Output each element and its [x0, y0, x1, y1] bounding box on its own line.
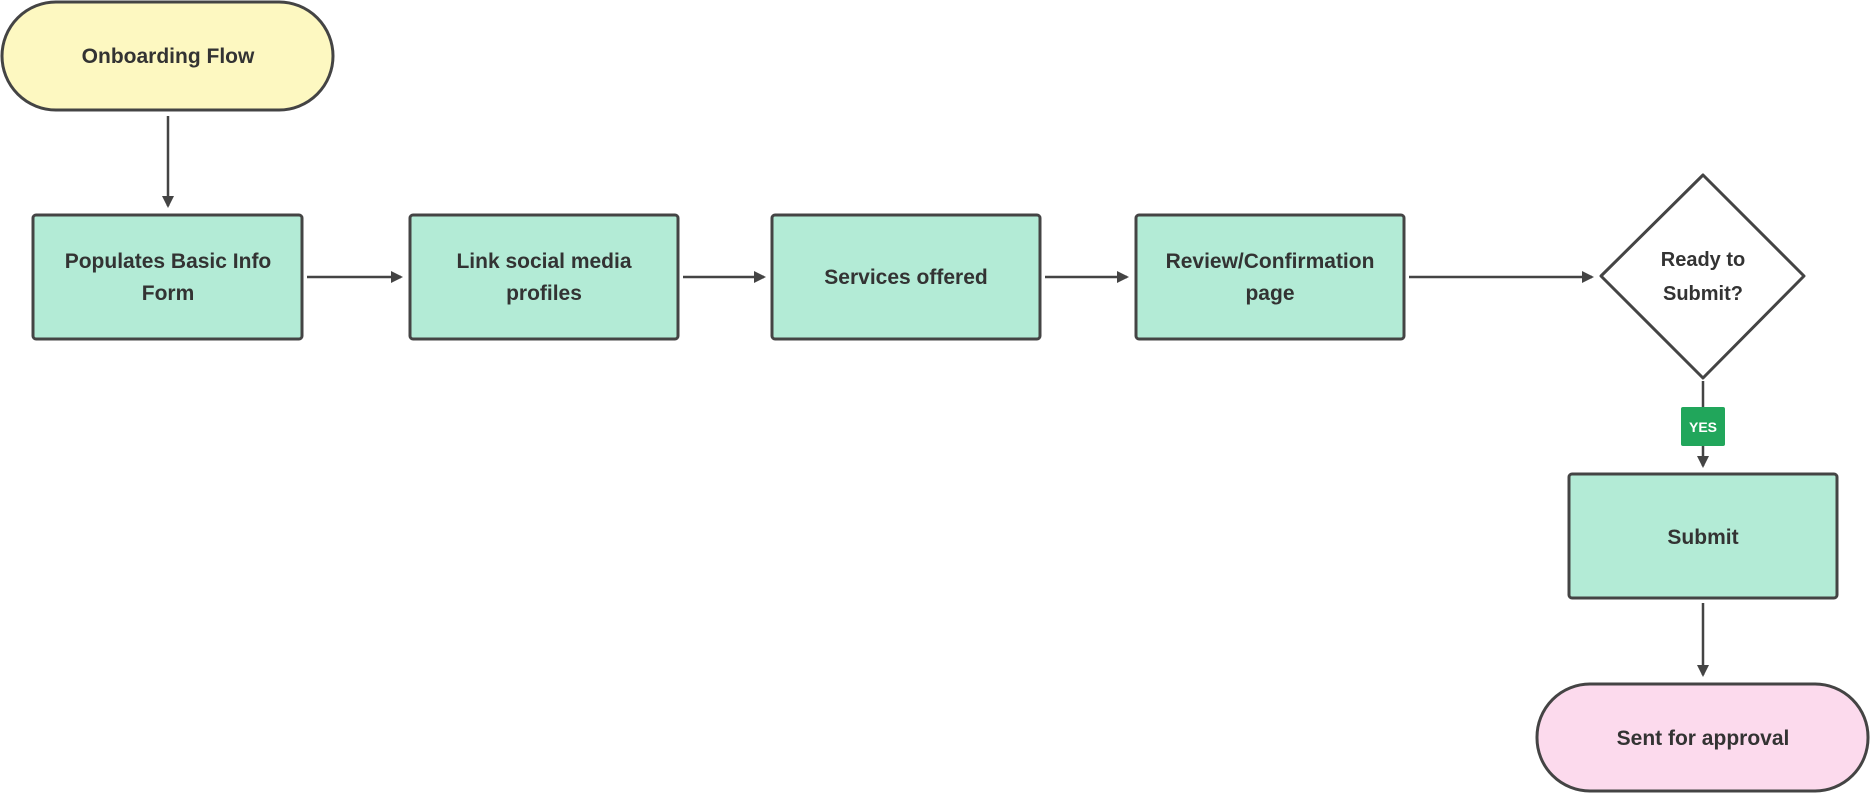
node-end[interactable]: Sent for approval: [1535, 682, 1870, 793]
node-review[interactable]: Review/Confirmation page: [1134, 213, 1406, 341]
node-start[interactable]: Onboarding Flow: [0, 0, 335, 112]
node-social-media[interactable]: Link social media profiles: [408, 213, 680, 341]
start-label: Onboarding Flow: [82, 45, 255, 68]
start-terminal-shape: [0, 0, 335, 112]
decision-label-line1: Ready to: [1661, 249, 1745, 271]
services-label: Services offered: [824, 266, 987, 289]
end-label: Sent for approval: [1617, 727, 1790, 750]
node-submit[interactable]: Submit: [1567, 472, 1839, 600]
basic-info-label-line1: Populates Basic Info: [65, 250, 272, 273]
review-label-line2: page: [1245, 282, 1294, 305]
node-decision[interactable]: Ready to Submit?: [1599, 173, 1806, 380]
basic-info-process-shape: [31, 213, 304, 341]
connectors: [162, 116, 1709, 677]
node-services[interactable]: Services offered: [770, 213, 1042, 341]
social-media-label-line1: Link social media: [456, 250, 631, 273]
decision-label-line2: Submit?: [1663, 283, 1743, 305]
end-terminal-shape: [1535, 682, 1870, 793]
services-process-shape: [770, 213, 1042, 341]
decision-diamond-shape: [1599, 173, 1806, 380]
submit-process-shape: [1567, 472, 1839, 600]
yes-badge-background: [1681, 407, 1725, 446]
yes-label: YES: [1689, 419, 1717, 435]
review-process-shape: [1134, 213, 1406, 341]
social-media-label-line2: profiles: [506, 282, 582, 305]
social-media-process-shape: [408, 213, 680, 341]
yes-badge: YES: [1681, 407, 1725, 446]
basic-info-label-line2: Form: [142, 282, 195, 305]
node-basic-info[interactable]: Populates Basic Info Form: [31, 213, 304, 341]
review-label-line1: Review/Confirmation: [1166, 250, 1375, 273]
submit-label: Submit: [1667, 526, 1738, 549]
